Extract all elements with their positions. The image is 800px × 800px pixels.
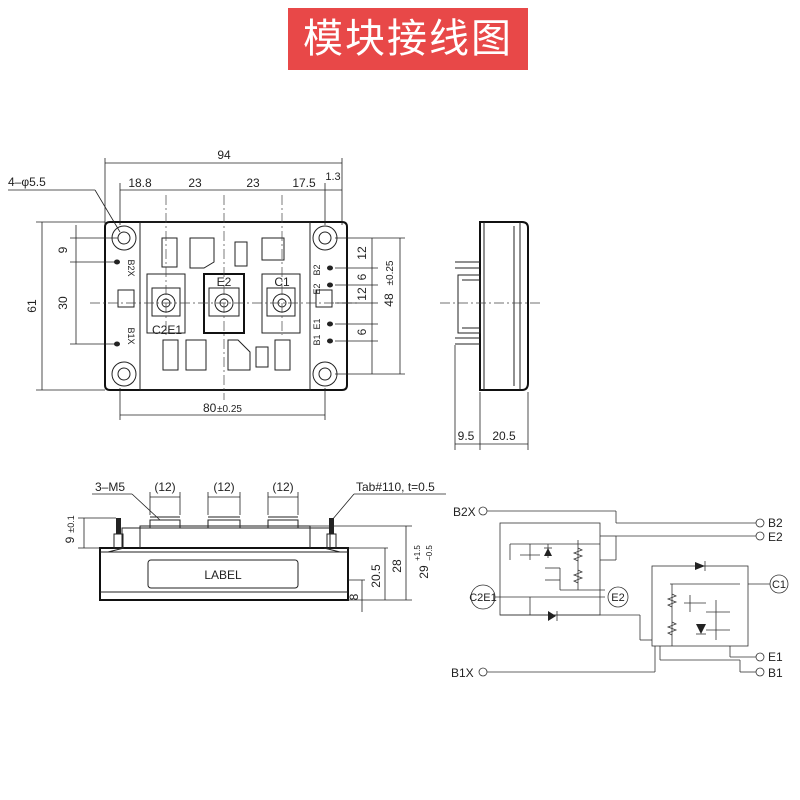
dim-h28: 28 bbox=[390, 559, 404, 573]
dim-top-offset: 9 bbox=[56, 246, 70, 253]
dim-seg5: 1.3 bbox=[325, 171, 340, 183]
circuit-c2e1: C2E1 bbox=[469, 592, 497, 604]
circuit-b2: B2 bbox=[768, 516, 783, 530]
dim-right-6a: 6 bbox=[355, 273, 369, 280]
dim-seg2: 23 bbox=[188, 176, 202, 190]
dim-h29-tol-up: +1.5 bbox=[413, 545, 422, 561]
dim-height: 61 bbox=[25, 299, 39, 313]
label-c2e1: C2E1 bbox=[152, 323, 182, 337]
label-b2x: B2X bbox=[126, 259, 136, 276]
front-screws: 3–M5 bbox=[95, 480, 125, 494]
dim-right-48-tol: ±0.25 bbox=[385, 260, 396, 285]
dim-h20-5: 20.5 bbox=[369, 564, 383, 588]
front-label: LABEL bbox=[204, 568, 242, 582]
circuit-diagram: B2X B2 E2 C2E1 bbox=[451, 505, 789, 680]
dim-h29-tol-dn: −0.5 bbox=[425, 545, 434, 561]
dim-overall-width: 94 bbox=[217, 148, 231, 162]
circuit-b2x: B2X bbox=[453, 505, 476, 519]
dim-right-12b: 12 bbox=[355, 287, 369, 301]
title-text: 模块接线图 bbox=[303, 16, 513, 62]
front-tab: Tab#110, t=0.5 bbox=[356, 480, 435, 494]
circuit-b1: B1 bbox=[768, 666, 783, 680]
dim-hole-spacing: 80 bbox=[203, 401, 217, 415]
dim-height-inner: 30 bbox=[56, 296, 70, 310]
dim-pitch1: (12) bbox=[154, 480, 175, 494]
circuit-e1: E1 bbox=[768, 650, 783, 664]
dim-side-b: 20.5 bbox=[492, 429, 516, 443]
dim-h29: 29 bbox=[417, 565, 431, 579]
dim-hole: 4–φ5.5 bbox=[8, 175, 46, 189]
label-e1-small: E1 bbox=[312, 318, 322, 329]
dim-pitch3: (12) bbox=[272, 480, 293, 494]
circuit-e2: E2 bbox=[768, 530, 783, 544]
dim-side-a: 9.5 bbox=[458, 429, 475, 443]
dim-right-12a: 12 bbox=[355, 246, 369, 260]
title-banner: 模块接线图 bbox=[288, 8, 528, 70]
circuit-b1x: B1X bbox=[451, 666, 474, 680]
top-view: 94 18.8 23 23 17.5 1.3 4–φ5.5 61 9 30 bbox=[8, 148, 405, 420]
dim-h9-tol: ±0.1 bbox=[66, 515, 76, 532]
dim-hole-spacing-tol: ±0.25 bbox=[217, 404, 242, 415]
dim-h9: 9 bbox=[63, 536, 77, 543]
label-e2: E2 bbox=[217, 275, 232, 289]
circuit-e2-node: E2 bbox=[611, 592, 624, 604]
label-c1: C1 bbox=[274, 275, 290, 289]
dim-h8: 8 bbox=[347, 593, 361, 600]
dim-pitch2: (12) bbox=[213, 480, 234, 494]
dim-seg4: 17.5 bbox=[292, 176, 316, 190]
label-b1x: B1X bbox=[126, 327, 136, 344]
front-view: LABEL (12) (12) (12) 3–M5 Tab#110, t=0.5 bbox=[63, 480, 446, 612]
circuit-c1: C1 bbox=[772, 579, 786, 591]
dim-seg1: 18.8 bbox=[128, 176, 152, 190]
dim-right-48: 48 bbox=[382, 293, 396, 307]
label-b1-small: B1 bbox=[312, 334, 322, 345]
side-view: 9.5 20.5 bbox=[440, 221, 540, 450]
dim-right-6b: 6 bbox=[355, 328, 369, 335]
label-e2-small: E2 bbox=[312, 283, 322, 294]
dim-seg3: 23 bbox=[246, 176, 260, 190]
label-b2-small: B2 bbox=[312, 264, 322, 275]
